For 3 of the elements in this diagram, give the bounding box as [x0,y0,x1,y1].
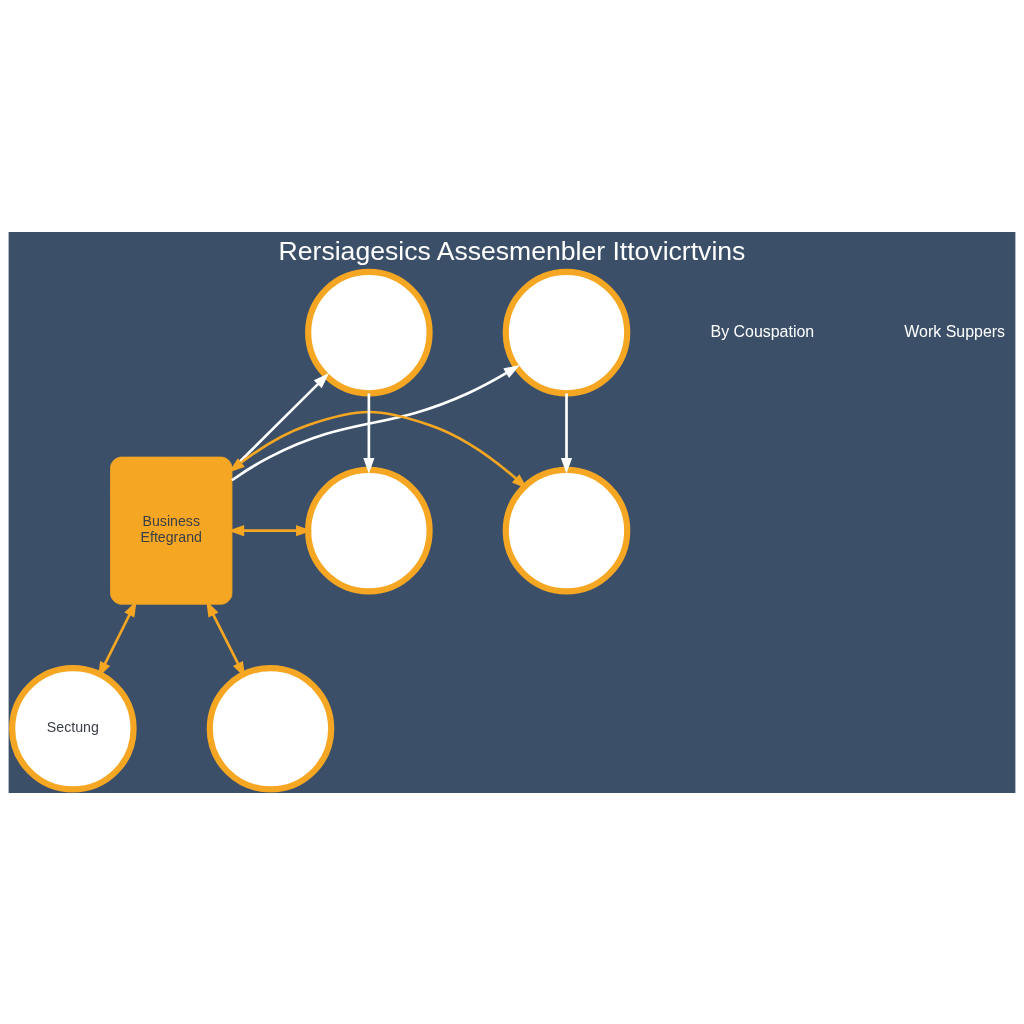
label: By Couspation [710,321,815,339]
diagram-title: Rersiagesics Assesmenbler Ittovicrtvins [278,235,746,266]
label: Work Suppers [904,321,1006,339]
